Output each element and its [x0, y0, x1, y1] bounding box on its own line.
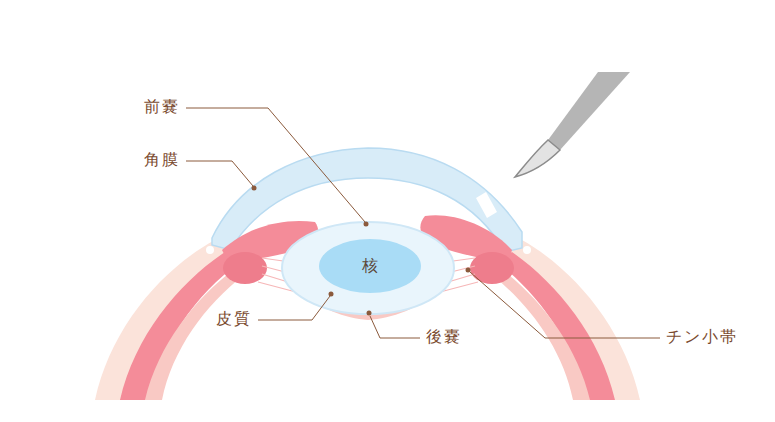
part-name: 核 — [318, 238, 422, 294]
part-label: 角膜 — [142, 150, 182, 169]
leader-dots — [252, 186, 471, 316]
part-label: 前嚢 — [142, 97, 182, 116]
part-label: チン小帯 — [664, 327, 740, 346]
angle-left — [206, 246, 214, 254]
angle-right — [523, 246, 531, 254]
nucleus-ellipse: 核 — [318, 238, 422, 294]
incision — [476, 192, 497, 218]
part-label: 後嚢 — [424, 327, 464, 346]
lens — [282, 222, 454, 314]
ciliary-body-right — [470, 252, 514, 284]
ciliary-body-left — [223, 252, 267, 284]
leader-lines — [186, 108, 660, 338]
retina-left — [145, 268, 244, 400]
scalpel — [515, 72, 630, 177]
part-label: 皮質 — [214, 309, 254, 328]
